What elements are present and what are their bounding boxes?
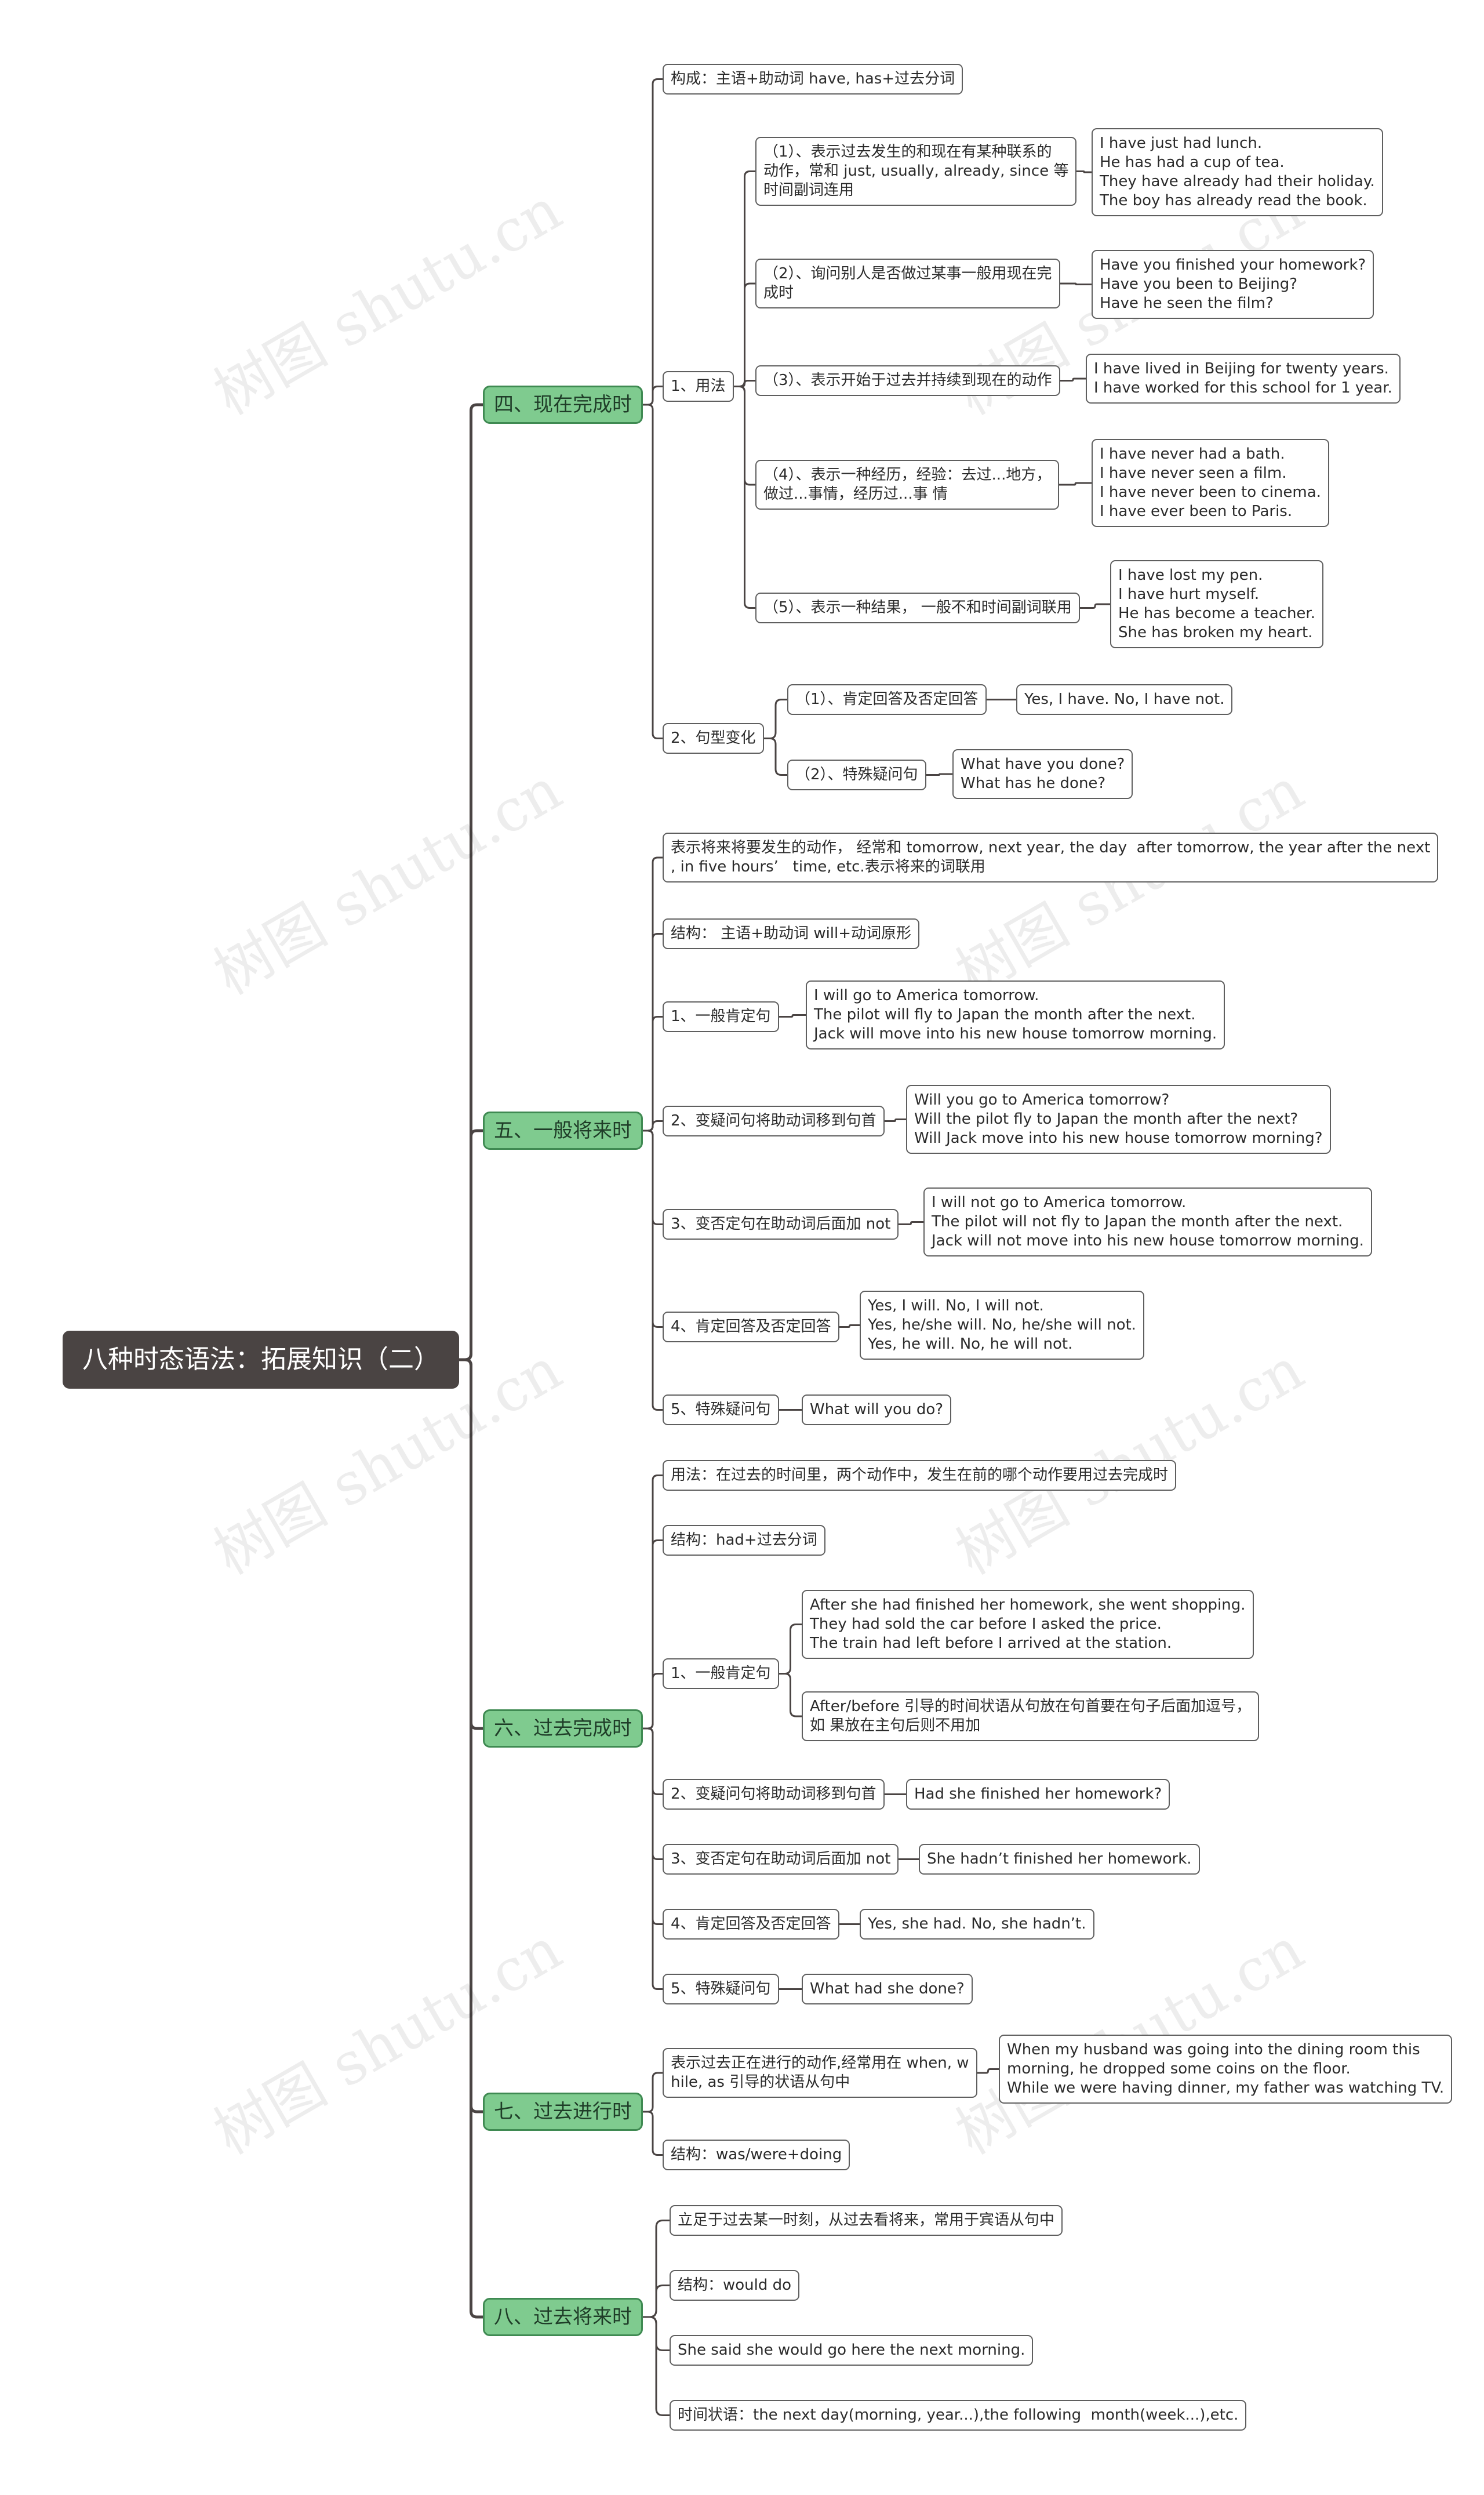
connector-b5-2: [643, 1016, 663, 1132]
past-perfect-affirmative[interactable]: 1、一般肯定句: [663, 1658, 779, 1689]
future-question-examples[interactable]: Will you go to America tomorrow? Will th…: [906, 1085, 1331, 1154]
future-in-past-example[interactable]: She said she would go here the next morn…: [670, 2335, 1034, 2366]
connector-b4-pattern-0: [764, 699, 787, 739]
connector-b6-s1-0: [779, 1624, 802, 1675]
connector-b8-1: [643, 2285, 670, 2318]
connector-b4-pattern-1: [764, 738, 787, 776]
connector-b4-usage-4: [734, 386, 755, 609]
pattern-2[interactable]: （2）、特殊疑问句: [787, 760, 926, 790]
connector-root-4: [459, 1358, 483, 2319]
past-perfect-question-example[interactable]: Had she finished her homework?: [906, 1779, 1170, 1810]
root-topic[interactable]: 八种时态语法：拓展知识（二）: [63, 1331, 459, 1389]
branch-past-continuous[interactable]: 七、过去进行时: [483, 2093, 643, 2131]
connector-b6-6: [643, 1727, 663, 1990]
connector-b4-u5-0: [1080, 603, 1110, 609]
usage-3[interactable]: （3）、表示开始于过去并持续到现在的动作: [755, 365, 1060, 396]
connector-b4-2: [643, 404, 663, 739]
future-affirmative[interactable]: 1、一般肯定句: [663, 1001, 779, 1032]
connector-b6-s1-1: [779, 1673, 802, 1717]
past-perfect-negative-example[interactable]: She hadn’t finished her homework.: [919, 1844, 1200, 1875]
present-perfect-structure[interactable]: 构成：主语+助动词 have, has+过去分词: [663, 64, 963, 95]
usage-5[interactable]: （5）、表示一种结果， 一般不和时间副词联用: [755, 593, 1080, 623]
past-perfect-wh-question[interactable]: 5、特殊疑问句: [663, 1974, 779, 2004]
connector-b4-u3-0: [1060, 377, 1086, 382]
past-perfect-comma-note[interactable]: After/before 引导的时间状语从句放在句首要在句子后面加逗号， 如 果…: [802, 1691, 1260, 1741]
past-perfect-answers[interactable]: 4、肯定回答及否定回答: [663, 1909, 839, 1940]
connector-b8-3: [643, 2316, 670, 2416]
usage-4[interactable]: （4）、表示一种经历，经验：去过...地方， 做过...事情，经历过...事 情: [755, 460, 1060, 510]
connector-b5-s1-0: [779, 1014, 806, 1018]
usage-2-examples[interactable]: Have you finished your homework? Have yo…: [1092, 250, 1374, 319]
future-answers-examples[interactable]: Yes, I will. No, I will not. Yes, he/she…: [860, 1291, 1144, 1360]
future-question[interactable]: 2、变疑问句将助动词移到句首: [663, 1106, 885, 1136]
connector-b5-s4-0: [839, 1324, 860, 1328]
connector-b4-p2-0: [926, 773, 952, 776]
future-in-past-adverbials[interactable]: 时间状语：the next day(morning, year...),the …: [670, 2400, 1247, 2431]
branch-past-perfect[interactable]: 六、过去完成时: [483, 1709, 643, 1748]
branch-simple-future[interactable]: 五、一般将来时: [483, 1112, 643, 1150]
connector-root-1: [459, 1129, 483, 1361]
connector-b6-2: [643, 1673, 663, 1730]
connector-b5-s3-0: [899, 1221, 923, 1225]
pattern-1[interactable]: （1）、肯定回答及否定回答: [787, 684, 987, 715]
past-continuous-definition[interactable]: 表示过去正在进行的动作,经常用在 when, w hile, as 引导的状语从…: [663, 2048, 977, 2098]
usage-2[interactable]: （2）、询问别人是否做过某事一般用现在完 成时: [755, 259, 1060, 308]
future-wh-question[interactable]: 5、特殊疑问句: [663, 1394, 779, 1425]
connector-b7-def-0: [977, 2068, 999, 2074]
connector-b4-u1-0: [1076, 170, 1092, 173]
connector-b5-6: [643, 1130, 663, 1411]
past-perfect-affirmative-examples[interactable]: After she had finished her homework, she…: [802, 1590, 1254, 1659]
past-continuous-examples[interactable]: When my husband was going into the dinin…: [999, 2035, 1453, 2104]
future-negative-examples[interactable]: I will not go to America tomorrow. The p…: [923, 1187, 1372, 1256]
future-affirmative-examples[interactable]: I will go to America tomorrow. The pilot…: [806, 980, 1225, 1049]
past-perfect-structure[interactable]: 结构：had+过去分词: [663, 1525, 825, 1556]
usage-4-examples[interactable]: I have never had a bath. I have never se…: [1092, 439, 1329, 527]
usage-1[interactable]: （1）、表示过去发生的和现在有某种联系的 动作，常和 just, usually…: [755, 137, 1077, 206]
simple-future-definition[interactable]: 表示将来将要发生的动作， 经常和 tomorrow, next year, th…: [663, 833, 1439, 882]
connector-b7-0: [643, 2072, 663, 2113]
future-answers[interactable]: 4、肯定回答及否定回答: [663, 1312, 839, 1342]
sentence-pattern[interactable]: 2、句型变化: [663, 723, 764, 754]
future-wh-question-example[interactable]: What will you do?: [802, 1394, 952, 1425]
usage-5-examples[interactable]: I have lost my pen. I have hurt myself. …: [1110, 560, 1323, 648]
past-perfect-wh-question-example[interactable]: What had she done?: [802, 1974, 973, 2004]
connector-b4-u2-0: [1060, 282, 1092, 285]
connector-b4-usage-1: [734, 282, 755, 387]
usage-3-examples[interactable]: I have lived in Beijing for twenty years…: [1086, 354, 1401, 404]
past-perfect-usage[interactable]: 用法：在过去的时间里，两个动作中，发生在前的哪个动作要用过去完成时: [663, 1460, 1177, 1491]
usage-1-examples[interactable]: I have just had lunch. He has had a cup …: [1092, 128, 1383, 216]
connector-b4-0: [643, 78, 663, 406]
past-perfect-question[interactable]: 2、变疑问句将助动词移到句首: [663, 1779, 885, 1810]
connector-b5-3: [643, 1120, 663, 1132]
present-perfect-usage[interactable]: 1、用法: [663, 371, 734, 402]
branch-present-perfect[interactable]: 四、现在完成时: [483, 386, 643, 424]
connector-b4-u4-0: [1059, 482, 1092, 486]
future-in-past-structure[interactable]: 结构：would do: [670, 2270, 800, 2301]
connector-b7-1: [643, 2111, 663, 2156]
connector-b4-1: [643, 386, 663, 406]
branch-future-in-past[interactable]: 八、过去将来时: [483, 2298, 643, 2336]
past-perfect-answers-example[interactable]: Yes, she had. No, she hadn’t.: [860, 1909, 1094, 1940]
past-continuous-structure[interactable]: 结构：was/were+doing: [663, 2140, 850, 2170]
future-negative[interactable]: 3、变否定句在助动词后面加 not: [663, 1209, 899, 1240]
future-in-past-definition[interactable]: 立足于过去某一时刻，从过去看将来，常用于宾语从句中: [670, 2205, 1063, 2236]
simple-future-structure[interactable]: 结构： 主语+助动词 will+动词原形: [663, 918, 920, 949]
pattern-2-examples[interactable]: What have you done? What has he done?: [952, 749, 1133, 799]
connector-b5-s2-0: [885, 1118, 906, 1122]
past-perfect-negative[interactable]: 3、变否定句在助动词后面加 not: [663, 1844, 899, 1875]
pattern-1-example[interactable]: Yes, I have. No, I have not.: [1016, 684, 1233, 715]
